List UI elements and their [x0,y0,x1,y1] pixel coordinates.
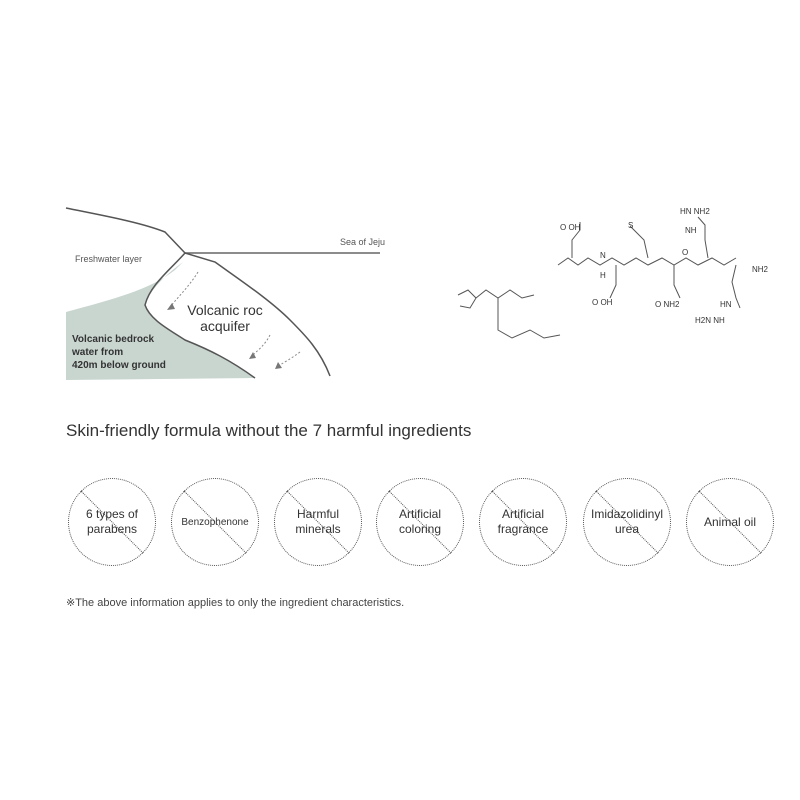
ingredient-circle: Benzophenone [171,478,259,566]
aquifer-left-edge [144,252,256,379]
ingredient-label-line: minerals [295,522,341,536]
n-label: N [600,251,606,260]
cooh-bottom-label: O OH [592,298,613,307]
ingredient-label-line: Imidazolidinyl [590,507,664,521]
ingredient-label-line: fragrance [497,522,549,536]
hn-bottom-label: HN [720,300,732,309]
ingredient-label-line: Benzophenone [181,516,249,528]
bedrock-label-line: water from [72,347,124,358]
nh-top-label: NH [685,226,697,235]
flow-arrow [277,351,301,367]
bedrock-label-line: 420m below ground [72,360,166,371]
h-label: H [600,271,606,280]
aquifer-diagram [65,207,380,380]
ingredient-label: Benzophenone [181,515,248,530]
nh2-mid-label: O NH2 [655,300,680,309]
footnote: ※The above information applies to only t… [66,597,405,609]
ingredient-label: Animal oil [704,515,756,530]
bedrock-label-line: Volcanic bedrock [72,334,155,345]
peptide-structure: O OH O OH S HN NH2 NH NH2 O NH2 H2N NH H… [457,207,769,339]
s-label: S [628,221,633,230]
cooh-top-label: O OH [560,223,581,232]
ingredient-label-line: Artificial [398,507,441,521]
ingredient-label-line: 6 types of [85,507,139,521]
aquifer-right-edge [184,252,331,377]
ingredient-label-line: urea [614,522,640,536]
ingredient-label-line: Artificial [501,507,544,521]
aquifer-label-line: acquifer [200,318,250,334]
ingredient-circle: Animal oil [686,478,774,566]
ingredient-label-line: Animal oil [703,514,757,529]
page-title: Skin-friendly formula without the 7 harm… [66,421,472,440]
freshwater-label: Freshwater layer [75,254,143,264]
ingredient-label-line: parabens [86,522,138,536]
ingredient-label-line: Harmful [296,507,339,521]
o-label: O [682,248,688,257]
flow-arrow [251,334,271,357]
hn-nh2-top-label: HN NH2 [680,207,710,216]
aquifer-label-line: Volcanic roc [187,302,263,318]
ingredient-label-line: coloring [398,522,442,536]
sea-label: Sea of Jeju [340,237,386,247]
coastline [65,207,186,254]
bedrock-label: Volcanic bedrock water from 420m below g… [72,333,166,372]
aquifer-label: Volcanic roc acquifer [180,302,270,334]
nh2-right-label: NH2 [752,265,769,274]
h2n-nh-bottom-label: H2N NH [695,316,725,325]
